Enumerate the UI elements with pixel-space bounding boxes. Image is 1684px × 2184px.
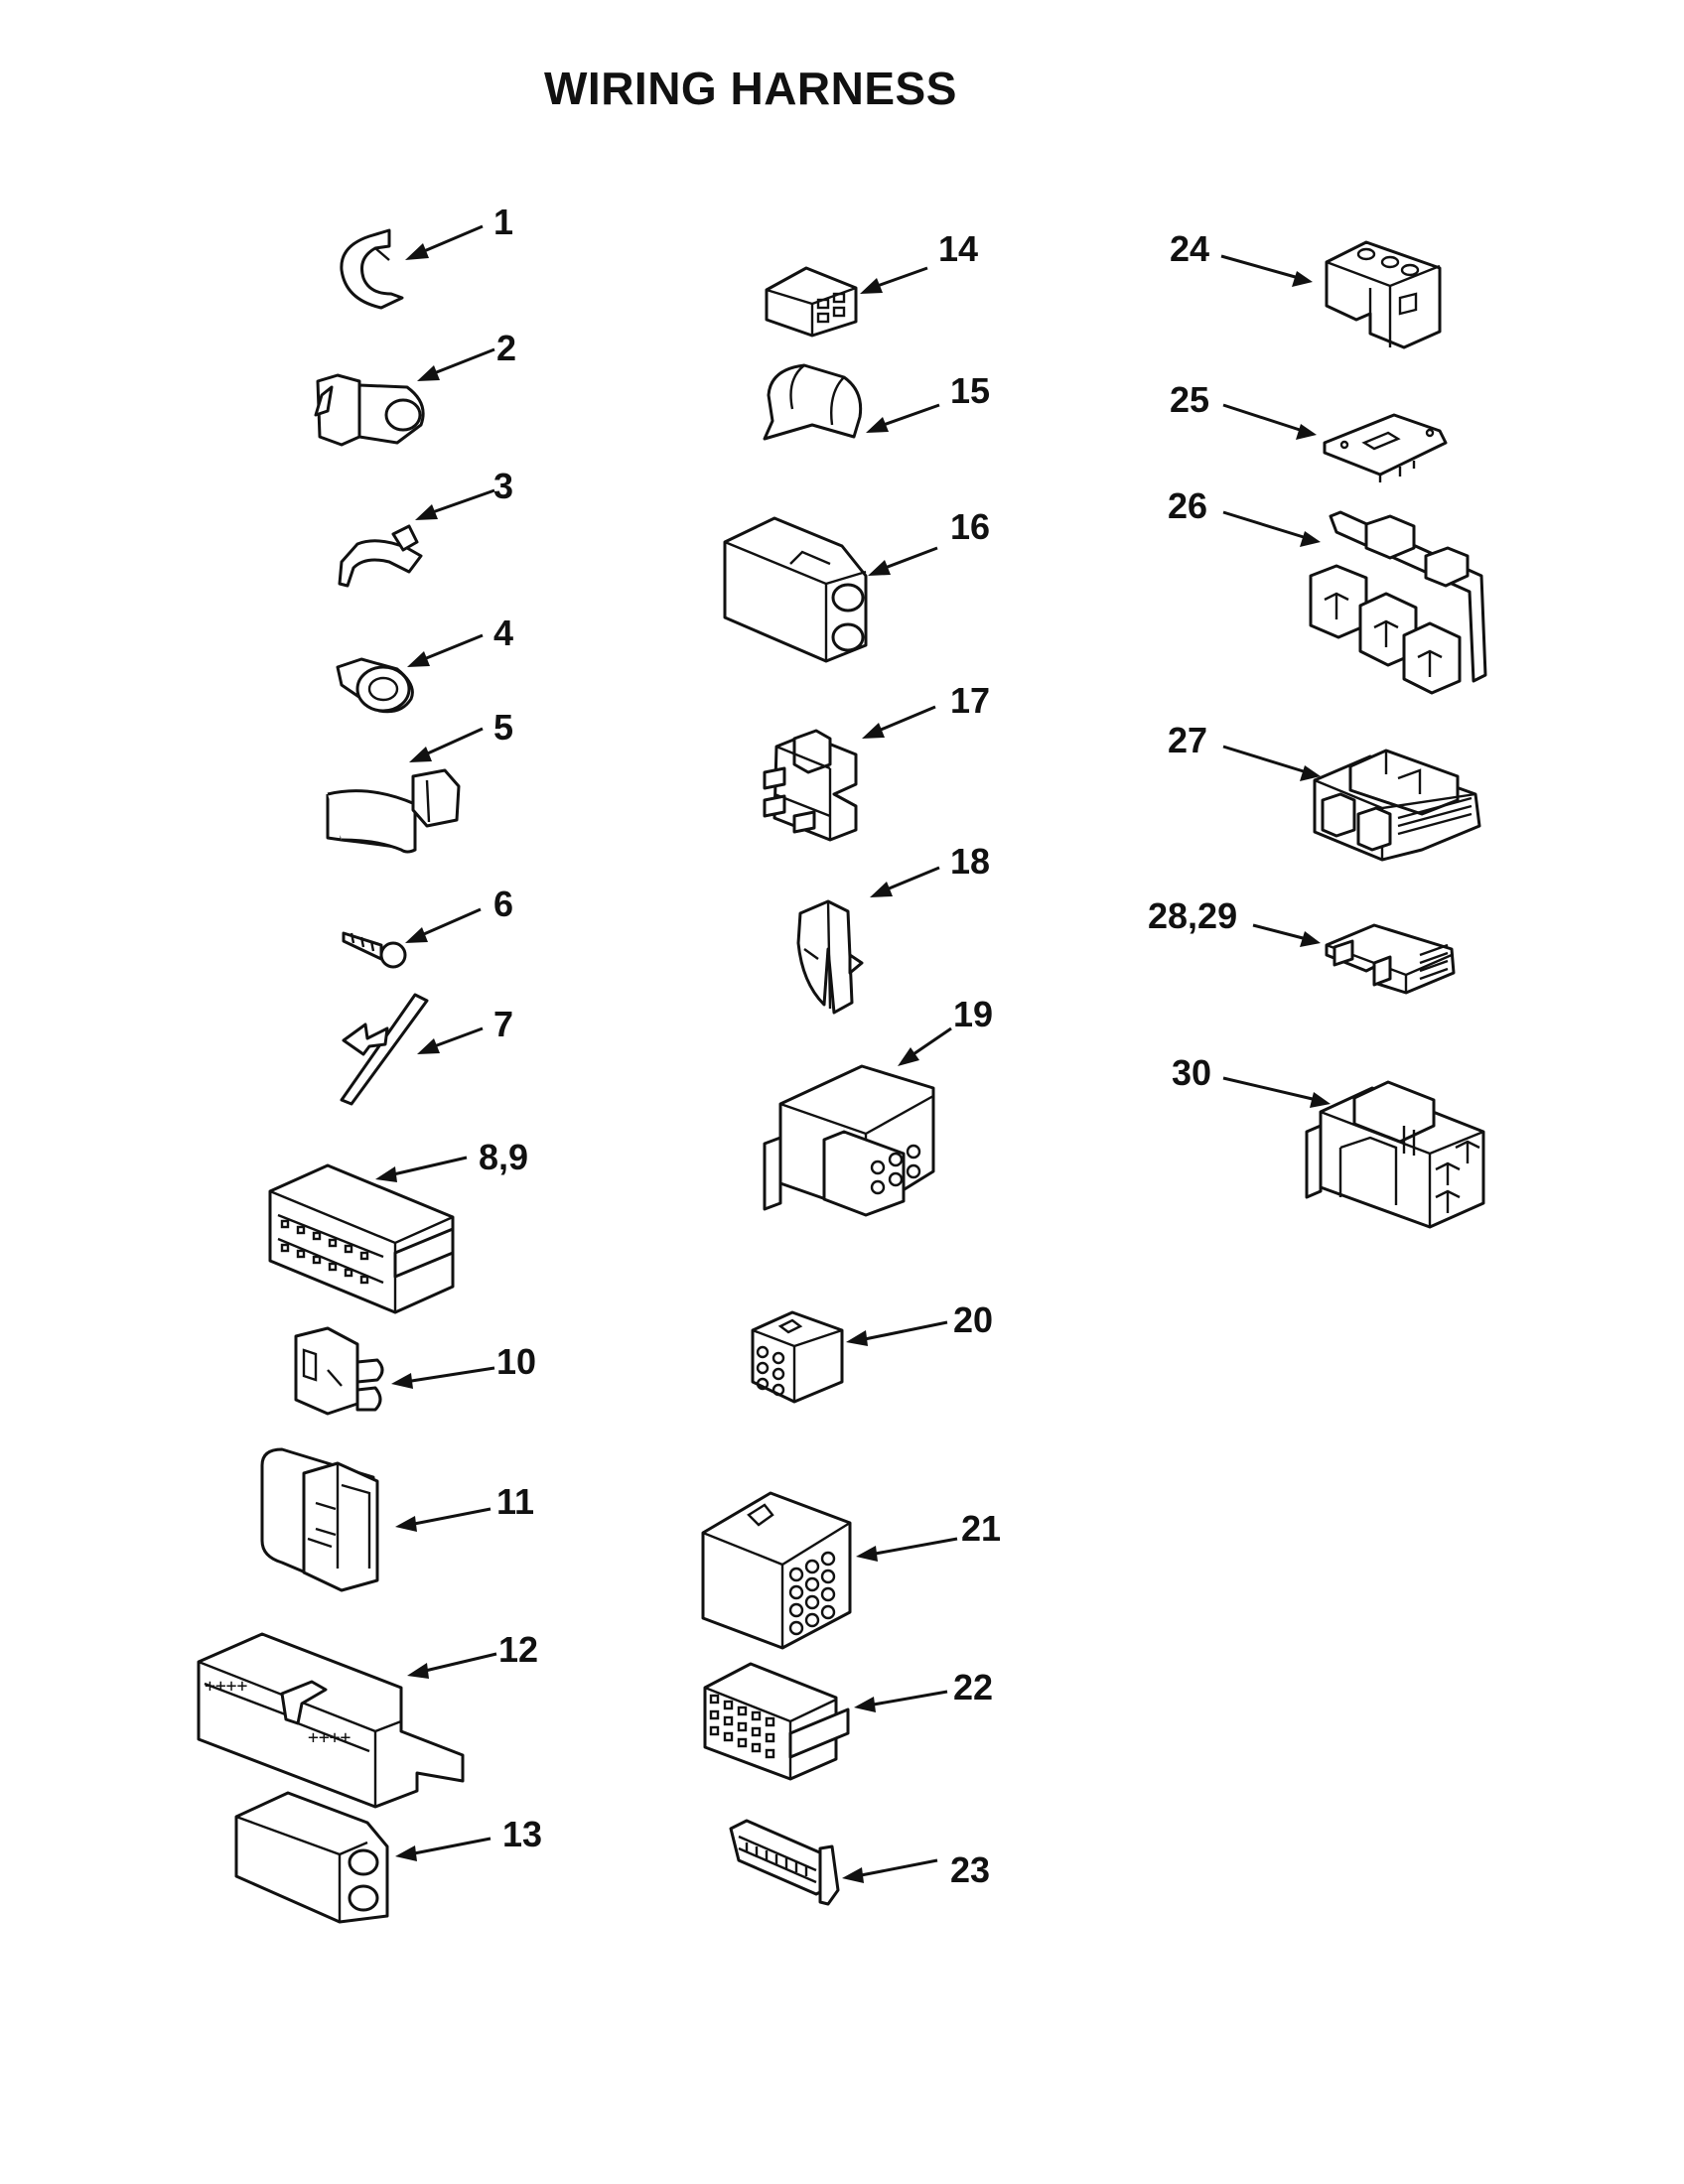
- part-label: 18: [950, 841, 990, 882]
- dual-socket-icon: [1325, 240, 1442, 349]
- part-label: 16: [950, 506, 990, 547]
- part-15: 15: [763, 363, 990, 441]
- part-label: 8,9: [479, 1137, 528, 1177]
- push-tie-icon: [340, 993, 429, 1106]
- part-12: ++++ ++++ 12: [197, 1629, 538, 1809]
- svg-text:++++: ++++: [205, 1676, 248, 1697]
- part-6: 6: [342, 884, 513, 969]
- part-18: 18: [796, 841, 990, 1015]
- part-label: 20: [953, 1299, 993, 1340]
- part-label: 6: [493, 884, 513, 924]
- part-label: 15: [950, 370, 990, 411]
- part-label: 21: [961, 1508, 1001, 1549]
- part-22: 22: [703, 1662, 993, 1781]
- part-28-29: 28,29: [1148, 895, 1456, 995]
- part-20: 20: [751, 1299, 993, 1404]
- spring-clip-icon: [338, 539, 423, 588]
- part-label: 24: [1170, 228, 1209, 269]
- part-label: 13: [502, 1814, 542, 1854]
- six-pin-plug-icon: [751, 1310, 844, 1404]
- part-21: 21: [701, 1491, 1001, 1650]
- part-label: 5: [493, 707, 513, 748]
- retainer-clip-icon: [796, 899, 854, 1015]
- page-title: WIRING HARNESS: [544, 63, 957, 114]
- part-label: 2: [496, 328, 516, 368]
- part-label: 12: [498, 1629, 538, 1670]
- part-label: 30: [1172, 1052, 1211, 1093]
- part-label: 17: [950, 680, 990, 721]
- part-13: 13: [234, 1791, 542, 1924]
- edge-connector-icon: [729, 1819, 834, 1896]
- part-27: 27: [1168, 720, 1481, 862]
- part-label: 14: [938, 228, 978, 269]
- part-26: 26: [1168, 485, 1487, 695]
- part-8-9: 8,9: [268, 1137, 528, 1314]
- part-10: 10: [294, 1326, 536, 1416]
- part-label: 10: [496, 1341, 536, 1382]
- terminal-strip-icon: [197, 1632, 465, 1809]
- part-2: 2: [314, 328, 516, 447]
- part-7: 7: [340, 993, 513, 1106]
- part-label: 26: [1168, 485, 1207, 526]
- part-16: 16: [723, 506, 990, 663]
- split-sleeve-icon: [763, 363, 863, 441]
- part-23: 23: [729, 1819, 990, 1906]
- part-label: 23: [950, 1849, 990, 1890]
- part-label: 7: [493, 1004, 513, 1044]
- svg-text:++++: ++++: [308, 1727, 351, 1748]
- part-19: 19: [763, 994, 993, 1217]
- part-17: 17: [763, 680, 990, 842]
- cable-clip-icon: [340, 228, 404, 310]
- part-25: 25: [1170, 379, 1448, 482]
- multi-pin-connector-icon: [268, 1163, 455, 1314]
- part-label: 3: [493, 466, 513, 506]
- part-label: 22: [953, 1667, 993, 1707]
- part-label: 25: [1170, 379, 1209, 420]
- part-label: 4: [493, 613, 513, 653]
- part-label: 28,29: [1148, 895, 1237, 936]
- part-1: 1: [340, 202, 513, 310]
- part-label: 1: [493, 202, 513, 242]
- part-11: 11: [260, 1447, 534, 1592]
- small-connector-icon: [765, 266, 858, 338]
- part-24: 24: [1170, 228, 1442, 349]
- two-pin-housing-icon: [723, 516, 868, 663]
- part-14: 14: [765, 228, 978, 338]
- two-pin-housing-icon: [234, 1791, 389, 1924]
- part-3: 3: [338, 466, 513, 588]
- part-30: 30: [1172, 1052, 1485, 1229]
- part-4: 4: [336, 613, 513, 714]
- two-way-plug-icon: [294, 1326, 359, 1416]
- part-label: 27: [1168, 720, 1207, 760]
- part-label: 19: [953, 994, 993, 1034]
- part-5: 5: [326, 707, 513, 854]
- part-label: 11: [496, 1481, 534, 1522]
